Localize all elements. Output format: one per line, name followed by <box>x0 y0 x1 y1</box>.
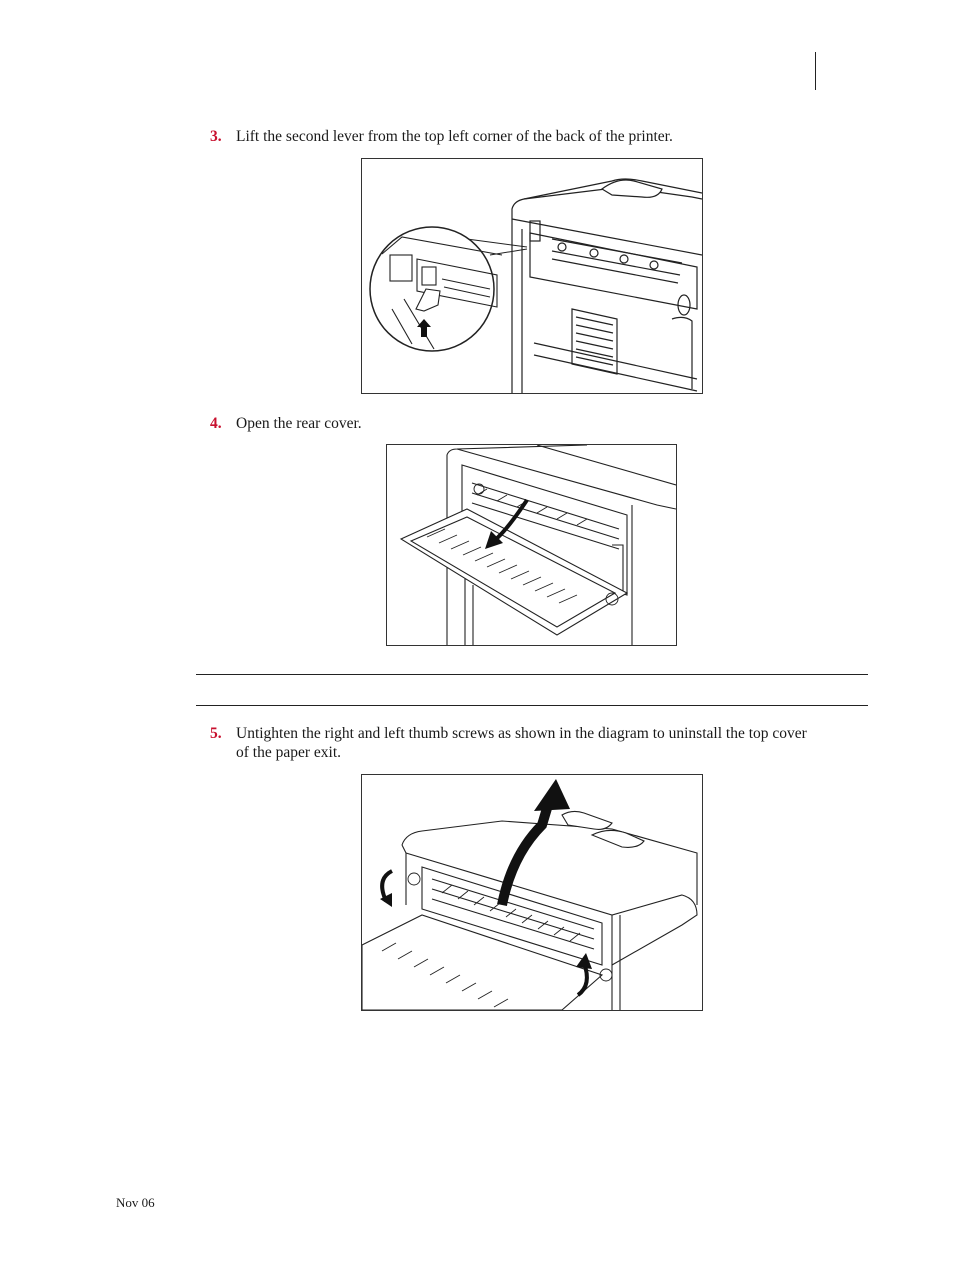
step-4: 4. Open the rear cover. <box>210 414 510 434</box>
step-text: Open the rear cover. <box>236 415 362 432</box>
printer-top-cover-removal-illustration <box>362 779 698 1010</box>
step-3: 3. Lift the second lever from the top le… <box>210 127 860 147</box>
note-rule-bottom <box>196 705 868 706</box>
step-text: Lift the second lever from the top left … <box>236 128 673 145</box>
step-number: 3. <box>210 128 222 145</box>
figure-top-cover <box>361 774 703 1011</box>
note-rule-top <box>196 674 868 675</box>
figure-rear-cover <box>386 444 677 646</box>
footer-date: Nov 06 <box>116 1195 155 1210</box>
figure-lever-lift <box>361 158 703 394</box>
step-5: 5. Untighten the right and left thumb sc… <box>210 724 870 764</box>
printer-rear-cover-open-illustration <box>399 445 676 645</box>
step-text-line-1: Untighten the right and left thumb screw… <box>236 725 807 742</box>
step-number: 4. <box>210 415 222 432</box>
header-rule <box>815 52 816 90</box>
step-number: 5. <box>210 725 222 742</box>
printer-rear-lever-illustration <box>369 178 702 393</box>
step-text-line-2: of the paper exit. <box>236 744 342 761</box>
